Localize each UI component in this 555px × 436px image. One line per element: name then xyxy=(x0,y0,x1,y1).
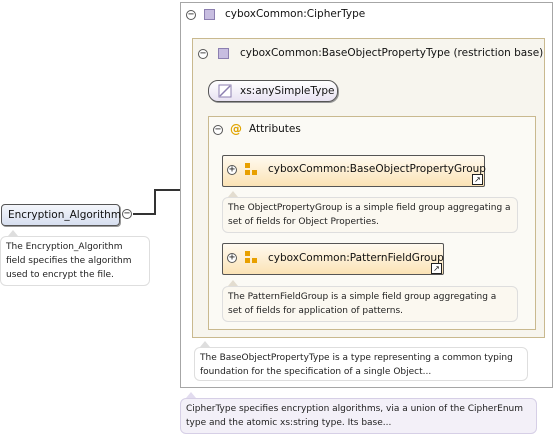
attribute-group-label: cyboxCommon:PatternFieldGroup xyxy=(268,252,444,264)
note-pointer xyxy=(8,230,18,236)
root-element-label: Encryption_Algorithm xyxy=(8,209,122,221)
attribute-group-icon xyxy=(245,163,257,175)
attribute-group-expand-toggle[interactable]: + xyxy=(227,252,237,263)
attributes-at-icon: @ xyxy=(230,122,242,136)
base-type-collapse-toggle[interactable]: − xyxy=(198,48,208,59)
complex-type-icon xyxy=(218,48,229,59)
cipher-type-label: cyboxCommon:CipherType xyxy=(225,8,366,20)
root-element-collapse-toggle[interactable]: − xyxy=(122,208,132,219)
simple-type-node[interactable] xyxy=(208,80,338,102)
note-pointer xyxy=(200,341,210,347)
base-type-label: cyboxCommon:BaseObjectPropertyType (rest… xyxy=(240,47,544,59)
complex-type-icon xyxy=(204,9,215,20)
cipher-type-collapse-toggle[interactable]: − xyxy=(186,9,196,20)
attributes-collapse-toggle[interactable]: − xyxy=(213,124,223,135)
attribute-group-label: cyboxCommon:BaseObjectPropertyGroup xyxy=(268,163,486,175)
attribute-group-node[interactable] xyxy=(222,155,485,187)
cipher-type-note: CipherType specifies encryption algorith… xyxy=(180,398,537,434)
attributes-label: Attributes xyxy=(249,123,301,135)
simple-type-icon xyxy=(218,84,232,98)
attribute-group-expand-toggle[interactable]: + xyxy=(227,164,237,175)
attribute-group-node[interactable] xyxy=(222,243,444,275)
simple-type-label: xs:anySimpleType xyxy=(240,85,335,97)
attribute-group-note: The PatternFieldGroup is a simple field … xyxy=(222,286,518,322)
base-type-note: The BaseObjectPropertyType is a type rep… xyxy=(194,347,528,381)
attribute-group-note: The ObjectPropertyGroup is a simple fiel… xyxy=(222,197,518,233)
root-element-node[interactable] xyxy=(1,204,120,226)
note-pointer xyxy=(228,280,238,286)
root-element-note: The Encryption_Algorithm field specifies… xyxy=(0,236,150,286)
external-link-icon[interactable]: ↗ xyxy=(431,263,442,274)
note-pointer xyxy=(186,392,196,398)
attribute-group-icon xyxy=(245,251,257,263)
external-link-icon[interactable]: ↗ xyxy=(472,174,483,185)
note-pointer xyxy=(228,191,238,197)
